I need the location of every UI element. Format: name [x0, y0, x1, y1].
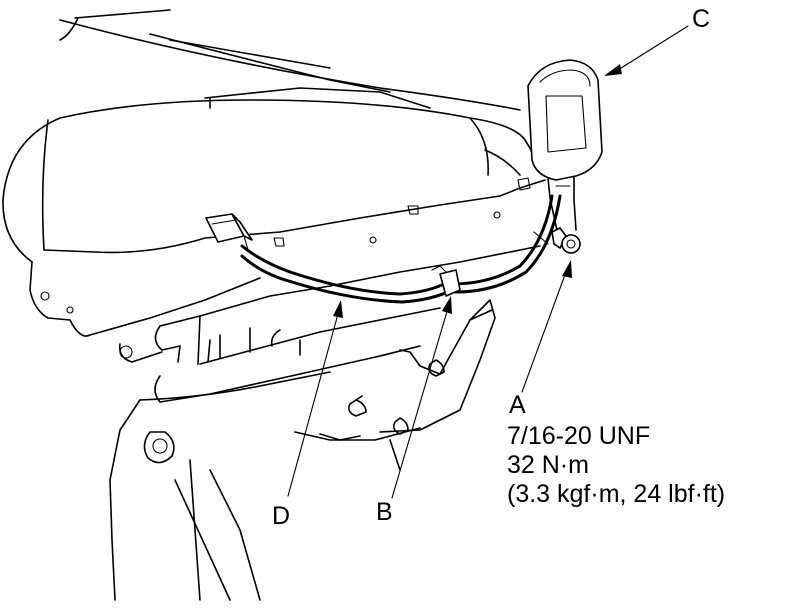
- torque-spec: 7/16-20 UNF 32 N·m (3.3 kgf·m, 24 lbf·ft…: [507, 393, 725, 509]
- harness-clip: [431, 265, 461, 297]
- callout-label-a: A: [509, 391, 526, 419]
- mounting-bolt: [533, 227, 581, 254]
- leader-lines: [287, 25, 689, 499]
- spec-thread: 7/16-20 UNF: [507, 422, 651, 450]
- wire-harness: [240, 194, 562, 304]
- callout-label-b: B: [376, 498, 393, 526]
- spec-torque-nm: 32 N·m: [507, 451, 589, 479]
- harness-connector: [205, 213, 253, 251]
- callout-label-c: C: [692, 5, 711, 33]
- spec-torque-alt: (3.3 kgf·m, 24 lbf·ft): [507, 480, 726, 508]
- seat-frame-drawing: [2, 9, 546, 601]
- callout-label-d: D: [272, 502, 291, 530]
- seat-belt-buckle: [527, 59, 603, 241]
